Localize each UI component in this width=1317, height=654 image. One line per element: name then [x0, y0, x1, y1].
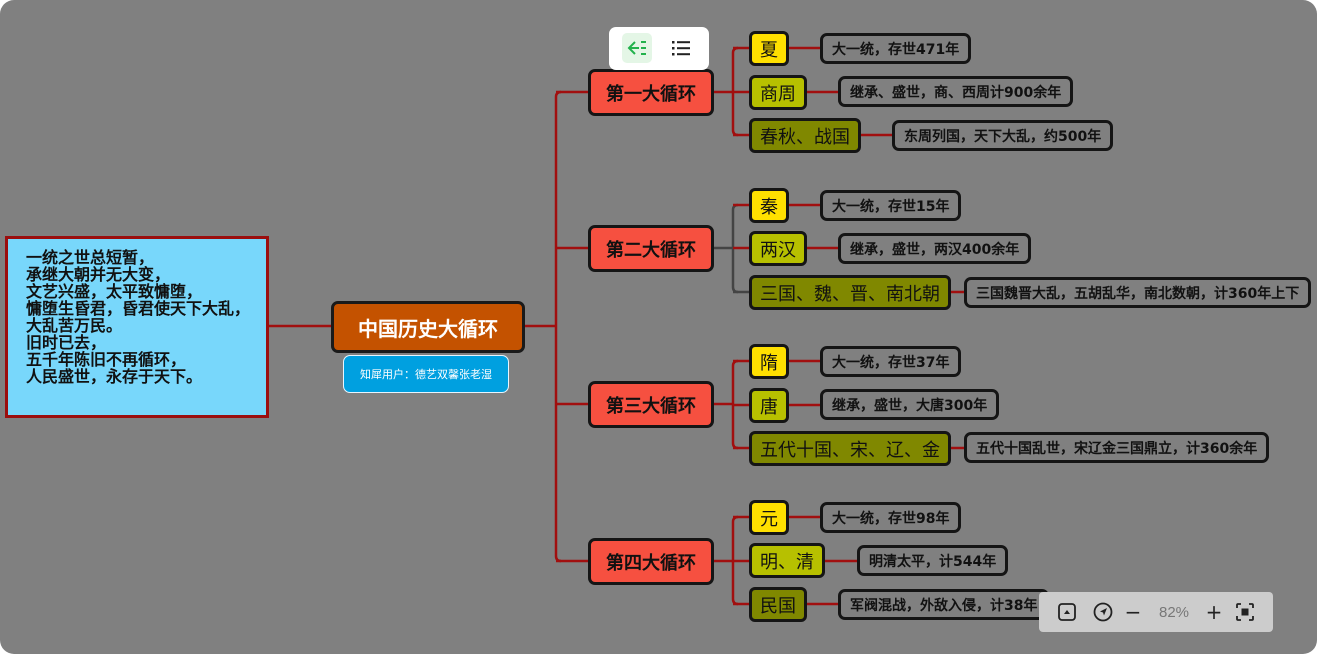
- period-note-text: 大一统，存世471年: [832, 41, 960, 58]
- author-tag[interactable]: 知犀用户：德艺双馨张老湿: [343, 355, 509, 393]
- mindmap-layout-icon: [627, 41, 646, 55]
- period-node[interactable]: 夏: [749, 31, 789, 66]
- period-note[interactable]: 大一统，存世37年: [820, 346, 962, 377]
- note-line: 慵堕生昏君，昏君使天下大乱，: [26, 299, 251, 318]
- period-note[interactable]: 大一统，存世15年: [820, 190, 962, 221]
- root-node[interactable]: 中国历史大循环: [331, 301, 525, 353]
- note-line: 一统之世总短暂，: [26, 248, 155, 267]
- period-note[interactable]: 继承，盛世，两汉400余年: [838, 233, 1032, 264]
- outline-view-button[interactable]: [666, 33, 696, 63]
- cycle-label: 第三大循环: [606, 395, 696, 417]
- cycle-node-2[interactable]: 第二大循环: [588, 225, 714, 272]
- zoom-controls: − 82% +: [1039, 592, 1273, 632]
- period-node[interactable]: 民国: [749, 587, 807, 622]
- cycle-node-4[interactable]: 第四大循环: [588, 538, 714, 585]
- period-node[interactable]: 两汉: [749, 231, 807, 266]
- period-note[interactable]: 大一统，存世98年: [820, 502, 962, 533]
- period-name: 秦: [760, 196, 778, 218]
- plus-icon: +: [1205, 600, 1223, 624]
- period-node[interactable]: 秦: [749, 188, 789, 223]
- period-node[interactable]: 商周: [749, 75, 807, 110]
- period-note-text: 大一统，存世15年: [832, 198, 950, 215]
- period-note-text: 继承，盛世，大唐300年: [832, 397, 988, 414]
- root-title: 中国历史大循环: [358, 316, 498, 341]
- author-tag-text: 知犀用户：德艺双馨张老湿: [360, 368, 492, 381]
- locate-button[interactable]: [1092, 602, 1114, 622]
- period-name: 商周: [760, 83, 796, 105]
- period-note-text: 军阀混战，外敌入侵，计38年: [850, 597, 1038, 614]
- period-note-text: 大一统，存世37年: [832, 354, 950, 371]
- cycle-node-1[interactable]: 第一大循环: [588, 69, 714, 116]
- note-line: 大乱苦万民。: [26, 316, 123, 335]
- outline-list-icon: [672, 41, 690, 56]
- period-note-text: 东周列国，天下大乱，约500年: [904, 128, 1102, 145]
- period-note[interactable]: 大一统，存世471年: [820, 33, 972, 64]
- period-note-text: 三国魏晋大乱，五胡乱华，南北数朝，计360年上下: [976, 285, 1300, 302]
- fit-screen-icon: [1236, 603, 1254, 621]
- note-line: 人民盛世，永存于天下。: [26, 367, 203, 386]
- note-line: 文艺兴盛，太平致慵堕，: [26, 282, 203, 301]
- period-node[interactable]: 隋: [749, 344, 789, 379]
- summary-note-text: 一统之世总短暂， 承继大朝并无大变， 文艺兴盛，太平致慵堕， 慵堕生昏君，昏君使…: [26, 249, 250, 385]
- note-line: 承继大朝并无大变，: [26, 265, 171, 284]
- period-node[interactable]: 春秋、战国: [749, 118, 861, 153]
- period-name: 民国: [760, 595, 796, 617]
- minimap-toggle-button[interactable]: [1057, 602, 1077, 622]
- mindmap-view-button[interactable]: [622, 33, 652, 63]
- cycle-label: 第四大循环: [606, 552, 696, 574]
- period-name: 三国、魏、晋、南北朝: [760, 283, 940, 305]
- period-note-text: 五代十国乱世，宋辽金三国鼎立，计360余年: [976, 440, 1258, 457]
- period-name: 两汉: [760, 239, 796, 261]
- period-node[interactable]: 元: [749, 500, 789, 535]
- cycle-node-3[interactable]: 第三大循环: [588, 381, 714, 428]
- period-note[interactable]: 继承，盛世，大唐300年: [820, 389, 1000, 420]
- locate-center-icon: [1093, 602, 1113, 622]
- period-name: 明、清: [760, 551, 814, 573]
- period-note-text: 明清太平，计544年: [869, 553, 997, 570]
- zoom-level-text: 82%: [1158, 603, 1190, 621]
- zoom-out-button[interactable]: −: [1124, 600, 1142, 624]
- period-note[interactable]: 军阀混战，外敌入侵，计38年: [838, 589, 1050, 620]
- period-note-text: 大一统，存世98年: [832, 510, 950, 527]
- zoom-level: 82%: [1152, 602, 1196, 622]
- period-node[interactable]: 唐: [749, 388, 789, 423]
- period-note[interactable]: 三国魏晋大乱，五胡乱华，南北数朝，计360年上下: [964, 277, 1312, 308]
- view-mode-toolbar: [609, 27, 709, 70]
- period-name: 五代十国、宋、辽、金: [760, 439, 940, 461]
- period-node[interactable]: 三国、魏、晋、南北朝: [749, 275, 951, 310]
- period-note[interactable]: 东周列国，天下大乱，约500年: [892, 120, 1114, 151]
- period-name: 唐: [760, 396, 778, 418]
- period-name: 夏: [760, 39, 778, 61]
- cycle-label: 第一大循环: [606, 83, 696, 105]
- trunk-link: [554, 90, 562, 563]
- minus-icon: −: [1124, 600, 1142, 624]
- summary-note[interactable]: 一统之世总短暂， 承继大朝并无大变， 文艺兴盛，太平致慵堕， 慵堕生昏君，昏君使…: [5, 236, 269, 418]
- period-node[interactable]: 明、清: [749, 543, 825, 578]
- zoom-in-button[interactable]: +: [1205, 600, 1223, 624]
- note-line: 五千年陈旧不再循环，: [26, 350, 187, 369]
- period-name: 隋: [760, 352, 778, 374]
- cycle-label: 第二大循环: [606, 239, 696, 261]
- period-name: 元: [760, 508, 778, 530]
- period-note[interactable]: 继承、盛世，商、西周计900余年: [838, 76, 1074, 107]
- period-node[interactable]: 五代十国、宋、辽、金: [749, 431, 951, 466]
- period-note[interactable]: 五代十国乱世，宋辽金三国鼎立，计360余年: [964, 432, 1270, 463]
- period-name: 春秋、战国: [760, 126, 850, 148]
- fit-screen-button[interactable]: [1235, 602, 1255, 622]
- period-note-text: 继承、盛世，商、西周计900余年: [850, 84, 1062, 101]
- period-note[interactable]: 明清太平，计544年: [857, 545, 1009, 576]
- period-note-text: 继承，盛世，两汉400余年: [850, 241, 1020, 258]
- minimap-toggle-icon: [1058, 603, 1076, 621]
- note-line: 旧时已去，: [26, 333, 107, 352]
